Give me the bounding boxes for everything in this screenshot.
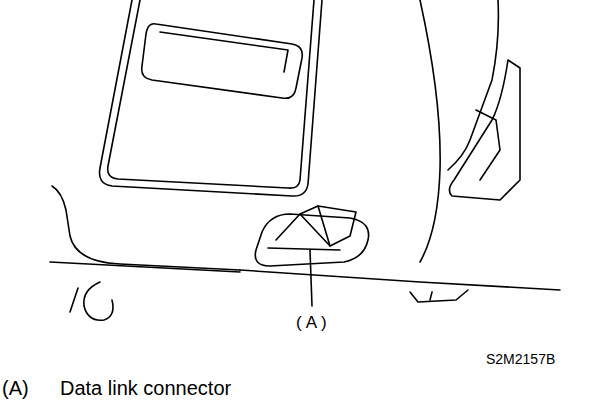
panel-outline [100, 0, 323, 196]
bracket [410, 290, 468, 302]
bracket [430, 292, 432, 300]
slot-inner [160, 32, 288, 72]
panel-inner-outline [108, 0, 314, 188]
side-handle-inner [476, 110, 500, 180]
recess-line [268, 248, 340, 250]
slot-outline [142, 24, 303, 99]
cover-edge [318, 206, 330, 246]
callout-letter: (A) [296, 314, 331, 333]
figure-code: S2M2157B [486, 352, 555, 367]
side-curve [448, 0, 498, 170]
cover-edge [276, 214, 300, 240]
pedal-shape [84, 282, 113, 320]
key-description: Data link connector [60, 377, 231, 399]
pedal-line [70, 288, 78, 312]
key-letter: (A) [2, 377, 29, 399]
side-handle [449, 60, 520, 200]
connector-cover [300, 206, 356, 246]
dash-edge [52, 186, 240, 270]
dash-bottom-line [240, 270, 560, 290]
side-curve [420, 0, 440, 262]
connector-recess [255, 214, 368, 266]
dash-lower-line [50, 262, 240, 272]
leader-line [310, 250, 312, 306]
